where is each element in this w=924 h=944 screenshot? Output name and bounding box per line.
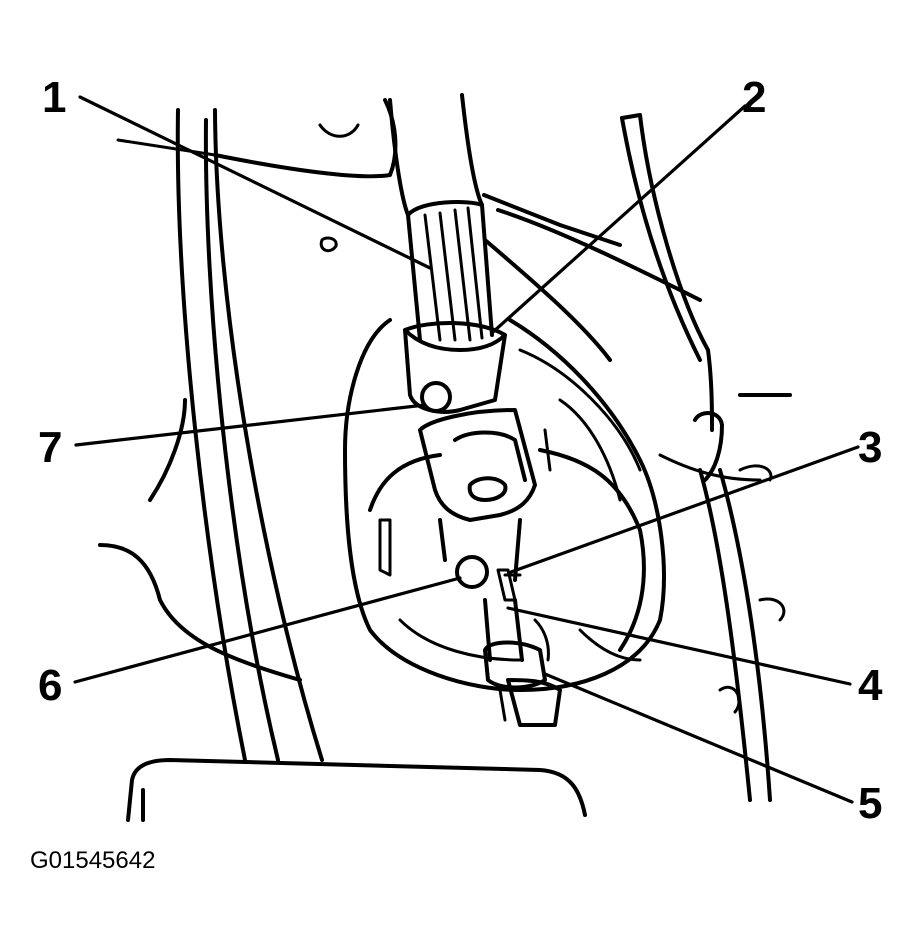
right-bracket bbox=[620, 113, 792, 802]
figure-id: G01545642 bbox=[30, 847, 155, 874]
upper-u-joint bbox=[403, 321, 552, 522]
firewall-panel bbox=[98, 98, 702, 682]
leader-lines bbox=[73, 95, 860, 804]
callout-2: 2 bbox=[742, 73, 766, 122]
callout-6: 6 bbox=[38, 661, 62, 710]
intermediate-shaft bbox=[438, 518, 562, 727]
callout-3: 3 bbox=[858, 423, 882, 472]
leader-line-7 bbox=[74, 403, 427, 447]
lower-housing bbox=[126, 758, 587, 822]
leader-line-4 bbox=[506, 606, 852, 686]
callout-5: 5 bbox=[858, 779, 882, 828]
callouts: 1 2 3 4 5 6 7 bbox=[38, 73, 883, 828]
leader-line-1 bbox=[78, 95, 432, 270]
leader-line-5 bbox=[543, 672, 854, 804]
leader-line-6 bbox=[73, 576, 462, 684]
callout-4: 4 bbox=[858, 661, 883, 710]
upper-steering-shaft bbox=[388, 93, 494, 342]
callout-1: 1 bbox=[42, 73, 66, 122]
leader-line-2 bbox=[491, 104, 747, 334]
shaft-seal-boot bbox=[343, 318, 666, 692]
leader-line-3 bbox=[509, 445, 860, 574]
callout-7: 7 bbox=[38, 423, 62, 472]
